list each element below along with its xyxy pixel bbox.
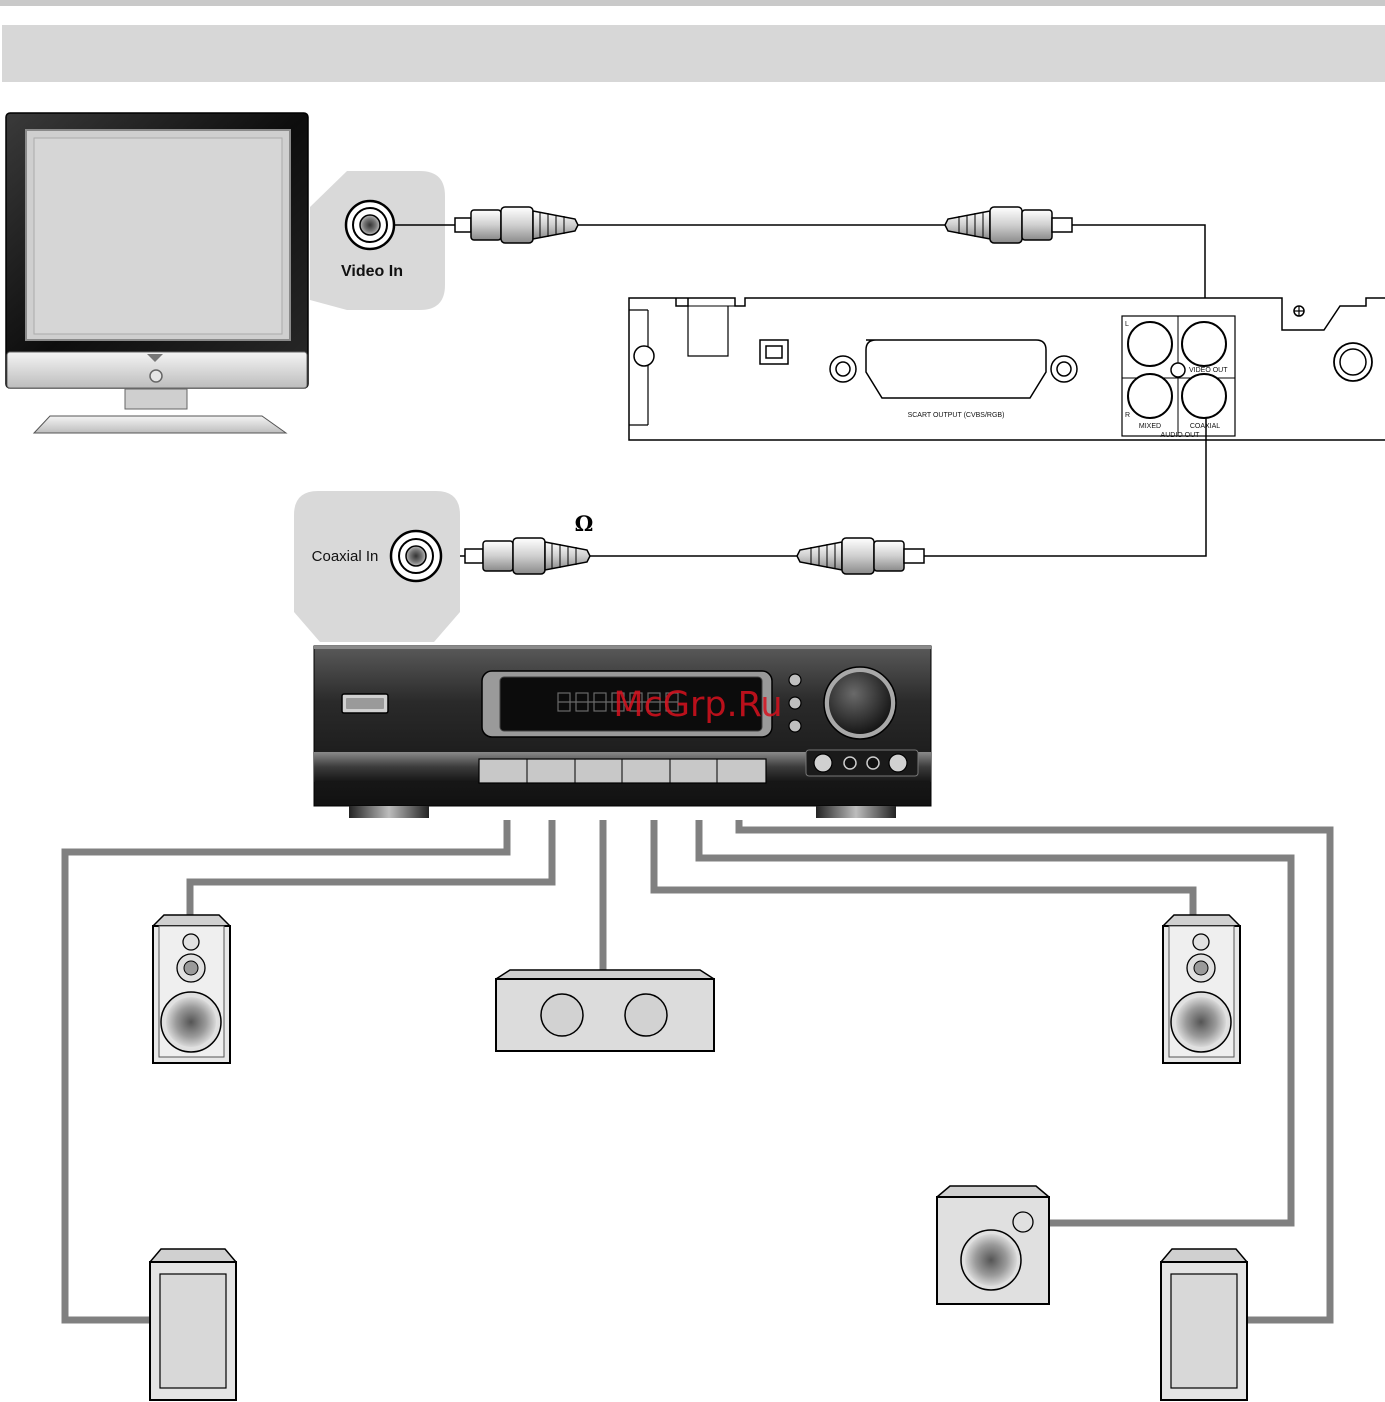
dvd-rear-panel: SCART OUTPUT (CVBS/RGB) L R VIDEO OUT MI… [629,298,1385,440]
rca-plug-video-dvd-end [945,207,1072,243]
mode-button-1[interactable] [789,674,801,686]
center-speaker [496,970,714,1051]
coaxial-out-jack [1182,374,1226,418]
audio-out-left-jack [1128,322,1172,366]
tv-monitor [6,113,308,433]
audio-out-label: AUDIO OUT [1161,432,1201,439]
aux-jack-3[interactable] [889,754,907,772]
audio-out-right-jack [1128,374,1172,418]
scart-label: SCART OUTPUT (CVBS/RGB) [908,412,1005,419]
front-left-speaker [153,915,230,1063]
scart-connector [866,340,1046,398]
front-right-speaker [1163,915,1240,1063]
header-band [2,25,1385,82]
surround-right-speaker [1161,1249,1247,1400]
aux-jack-1[interactable] [844,757,856,769]
rca-plug-coax-dvd-end [797,538,924,574]
headphone-jack[interactable] [814,754,832,772]
watermark: McGrp.Ru [613,685,782,725]
rca-plug-coax-amp-end [465,538,590,574]
video-out-label: VIDEO OUT [1189,367,1228,374]
av-receiver [314,646,931,818]
svg-text:COAXIAL: COAXIAL [1190,423,1220,430]
top-rule [0,0,1385,6]
mode-button-3[interactable] [789,720,801,732]
coaxial-in-label: Coaxial In [312,548,379,565]
mode-button-2[interactable] [789,697,801,709]
video-out-jack [1182,322,1226,366]
speaker-wires [65,820,1330,1320]
coaxial-in-callout: Coaxial In [294,491,460,642]
svg-text:L: L [1125,321,1129,328]
subwoofer [937,1186,1049,1304]
svg-text:MIXED: MIXED [1139,423,1161,430]
svg-text:R: R [1125,412,1130,419]
video-in-label: Video In [341,263,403,280]
aux-jack-2[interactable] [867,757,879,769]
ohm-symbol: Ω [575,511,594,536]
rca-plug-video-tv-end [455,207,578,243]
video-in-callout: Video In [310,171,445,310]
surround-left-speaker [150,1249,236,1400]
